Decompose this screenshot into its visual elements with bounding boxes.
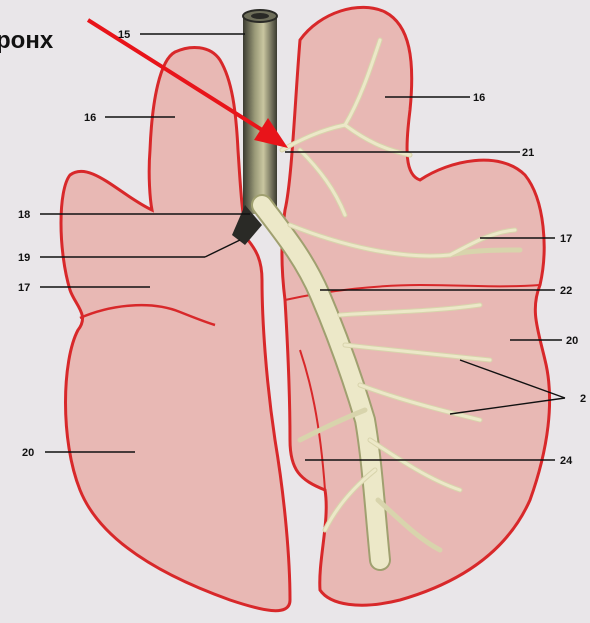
label-16-left: 16 — [84, 112, 96, 124]
caption-bronchus: ронх — [0, 27, 54, 54]
label-17-right: 17 — [560, 233, 572, 245]
label-23: 2 — [580, 393, 586, 405]
label-21: 21 — [522, 147, 534, 159]
label-20-left: 20 — [22, 447, 34, 459]
trachea-lumen — [251, 13, 269, 19]
label-22: 22 — [560, 285, 572, 297]
label-19: 19 — [18, 252, 30, 264]
trachea — [243, 14, 277, 214]
label-15: 15 — [118, 29, 130, 41]
label-16-right: 16 — [473, 92, 485, 104]
label-24: 24 — [560, 455, 573, 467]
label-20-right: 20 — [566, 335, 578, 347]
label-17-left: 17 — [18, 282, 30, 294]
label-18: 18 — [18, 209, 30, 221]
